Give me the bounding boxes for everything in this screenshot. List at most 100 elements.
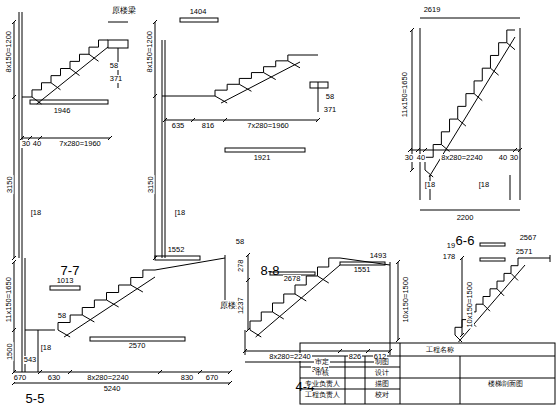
dimension-text: 58 — [109, 62, 119, 70]
stroke — [525, 258, 550, 259]
stroke — [474, 94, 482, 101]
stroke — [215, 96, 227, 103]
title-block-cell: 工程负责人 — [304, 392, 341, 399]
stroke — [396, 338, 400, 342]
stroke — [12, 260, 16, 264]
stroke — [497, 289, 504, 296]
stroke — [89, 54, 99, 61]
dimension-text: 1552 — [167, 246, 186, 254]
stroke — [68, 370, 72, 374]
dimension-text: 11x150=1650 — [5, 276, 13, 323]
stroke — [155, 22, 156, 96]
dimension-text: 1946 — [53, 107, 72, 115]
dimension-text: 7x280=1960 — [246, 122, 290, 130]
stroke — [410, 28, 414, 32]
stroke — [246, 328, 250, 332]
dimension-text: 178 — [442, 253, 457, 261]
dimension-text: 19 — [446, 242, 456, 250]
section-mark: 8-8 — [260, 264, 281, 277]
stroke — [460, 256, 464, 260]
stroke — [12, 328, 16, 332]
dimension-text: 2619 — [423, 6, 442, 14]
stroke — [246, 253, 250, 257]
stroke — [300, 55, 318, 56]
dimension-text: 1013 — [56, 277, 75, 285]
stroke — [425, 170, 433, 177]
dimension-text: 30 — [404, 154, 414, 162]
stroke — [318, 276, 329, 283]
dimension-text: 2200 — [456, 214, 475, 222]
stroke — [108, 136, 112, 140]
title-block-cell: 描图 — [374, 381, 390, 388]
dimension-text: 11x150=1650 — [401, 71, 409, 118]
stroke — [14, 262, 15, 330]
stroke — [462, 258, 463, 335]
stroke — [459, 265, 526, 342]
stroke — [490, 68, 498, 75]
stroke — [158, 370, 162, 374]
dimension-text: 58 — [325, 93, 335, 101]
stroke — [518, 148, 522, 152]
dimension-text: [18 — [174, 209, 186, 217]
stroke — [416, 148, 420, 152]
stroke — [460, 333, 464, 337]
dimension-text: 8x280=2240 — [86, 374, 130, 382]
stroke — [32, 40, 108, 97]
dimension-text: 1921 — [253, 154, 272, 162]
stroke — [425, 30, 515, 170]
title-block-cell: 审定 — [314, 359, 330, 366]
dimension-text: 7x280=1960 — [58, 140, 102, 148]
dimension-text: 8x280=2240 — [440, 154, 484, 162]
stroke — [288, 61, 300, 68]
title-block-cell: 设计 — [374, 370, 390, 377]
stroke — [338, 349, 342, 353]
stroke — [12, 95, 16, 99]
title-block-cell: 楼梯剖面图 — [487, 381, 524, 388]
stroke — [239, 84, 251, 91]
title-block-cell: 制图 — [374, 359, 390, 366]
dimension-text: 371 — [323, 106, 338, 114]
title-block-cell: 专业负责人 — [304, 381, 341, 388]
stroke — [388, 349, 392, 353]
stroke — [198, 370, 202, 374]
dimension-text: 8x280=2240 — [268, 353, 312, 361]
stroke — [248, 280, 249, 330]
stroke — [507, 43, 515, 50]
title-block-cell: 审核 — [314, 370, 330, 377]
dimension-text: 58 — [235, 238, 245, 246]
stroke — [228, 381, 232, 385]
dimension-text: 670 — [205, 374, 220, 382]
dimension-text: 371 — [109, 75, 124, 83]
dimension-text: 8x150=1200 — [146, 30, 154, 74]
stroke — [250, 330, 261, 337]
dimension-text: 原楼梁 — [111, 7, 137, 15]
stroke — [408, 148, 412, 152]
stroke — [38, 370, 42, 374]
stroke — [70, 69, 80, 76]
dimension-text: 278 — [236, 259, 244, 274]
dimension-text: 543 — [23, 356, 38, 364]
dimension-text: 1493 — [369, 252, 388, 260]
stroke — [82, 315, 94, 322]
section-mark: 6-6 — [455, 234, 476, 247]
dimension-text: 3150 — [5, 176, 13, 195]
stroke — [410, 150, 520, 151]
title-block-cell: 校对 — [374, 392, 390, 399]
stroke — [163, 118, 167, 122]
stroke — [223, 118, 227, 122]
stroke — [12, 256, 16, 260]
stroke — [58, 330, 70, 337]
stroke — [483, 304, 490, 311]
stroke — [398, 262, 399, 340]
dimension-text: 58 — [57, 312, 67, 320]
dimension-text: 8x150=1200 — [5, 30, 13, 74]
dimension-text: 30 — [509, 154, 519, 162]
dimension-text: 3150 — [146, 176, 154, 195]
dimension-text: 816 — [201, 122, 216, 130]
dimension-text: 5240 — [103, 385, 122, 393]
stroke — [295, 294, 306, 301]
stroke — [513, 148, 517, 152]
dimension-text: 10x150=1500 — [466, 281, 474, 329]
